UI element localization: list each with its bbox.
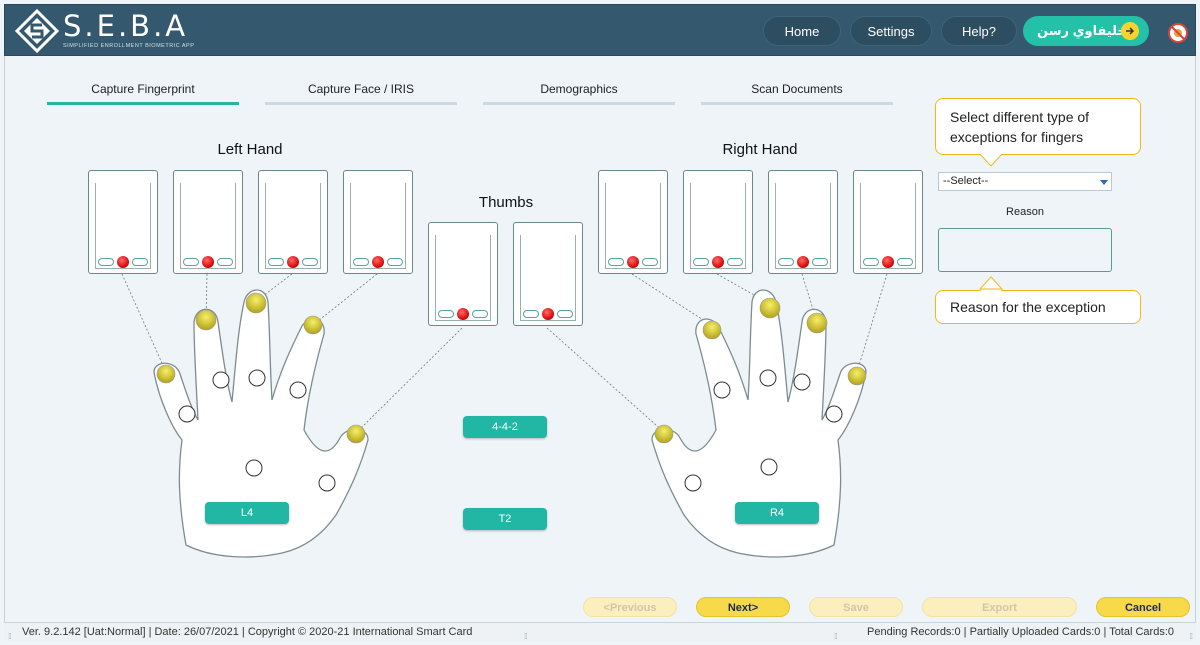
separator-grip-icon: ⁞⁞ (524, 632, 528, 641)
status-dot (457, 308, 469, 320)
right-hand-capture-button[interactable]: R4 (735, 502, 819, 524)
previous-button[interactable]: <Previous (583, 597, 677, 617)
right-fingertips (654, 297, 867, 444)
left-index-finger-slot[interactable] (343, 170, 413, 274)
status-dot (627, 256, 639, 268)
status-dot (542, 308, 554, 320)
tab-scan-documents[interactable]: Scan Documents (751, 82, 843, 96)
chevron-down-icon (1100, 180, 1108, 185)
logout-icon (1121, 22, 1139, 40)
left-hand-capture-button[interactable]: L4 (205, 502, 289, 524)
tab-indicator (265, 102, 457, 105)
reason-input[interactable] (938, 228, 1112, 272)
left-hand-title: Left Hand (217, 141, 283, 158)
resize-grip-icon: ⁞⁞ (8, 632, 12, 641)
callout-joint (981, 290, 1001, 292)
card-stats: Pending Records:0 | Partially Uploaded C… (867, 626, 1174, 638)
right-thumb-slot[interactable] (513, 222, 583, 326)
left-joints (178, 369, 336, 492)
status-dot (202, 256, 214, 268)
no-access-icon[interactable] (1167, 22, 1189, 44)
left-ring-finger-slot[interactable] (173, 170, 243, 274)
left-thumb-slot[interactable] (428, 222, 498, 326)
tab-capture-fingerprint[interactable]: Capture Fingerprint (91, 82, 195, 96)
thumbs-capture-button[interactable]: T2 (463, 508, 547, 530)
right-middle-finger-slot[interactable] (683, 170, 753, 274)
app-header: S.E.B.A SIMPLIFIED ENROLLMENT BIOMETRIC … (4, 4, 1196, 56)
right-index-finger-slot[interactable] (598, 170, 668, 274)
exception-type-select[interactable]: --Select-- (938, 172, 1112, 191)
brand-subtitle: SIMPLIFIED ENROLLMENT BIOMETRIC APP (63, 43, 195, 49)
right-joints (684, 369, 843, 492)
status-dot (117, 256, 129, 268)
tab-demographics[interactable]: Demographics (540, 82, 618, 96)
status-dot (372, 256, 384, 268)
exception-type-value: --Select-- (943, 175, 989, 187)
left-little-finger-slot[interactable] (88, 170, 158, 274)
callout-joint (981, 152, 1001, 155)
export-button[interactable]: Export (922, 597, 1077, 617)
status-dot (287, 256, 299, 268)
status-dot (882, 256, 894, 268)
save-button[interactable]: Save (809, 597, 903, 617)
resize-grip-icon: ⁞⁞ (1189, 632, 1194, 641)
status-bar: ⁞⁞ Ver. 9.2.142 [Uat:Normal] | Date: 26/… (4, 622, 1196, 641)
tab-indicator-active (47, 102, 239, 105)
brand-title: S.E.B.A (63, 9, 189, 43)
next-button[interactable]: Next> (696, 597, 790, 617)
slap-sequence-button[interactable]: 4-4-2 (463, 416, 547, 438)
tab-indicator (483, 102, 675, 105)
tab-capture-face-iris[interactable]: Capture Face / IRIS (307, 82, 415, 96)
reason-callout: Reason for the exception (935, 290, 1141, 324)
reason-label: Reason (1006, 206, 1044, 218)
right-ring-finger-slot[interactable] (768, 170, 838, 274)
left-hand-outline (153, 289, 369, 558)
status-dot (712, 256, 724, 268)
right-hand-outline (651, 289, 867, 558)
user-profile-button[interactable]: خليفاوي رسن (1023, 16, 1149, 46)
right-hand-title: Right Hand (722, 141, 798, 158)
settings-button[interactable]: Settings (850, 16, 932, 46)
thumbs-title: Thumbs (478, 194, 534, 211)
separator-grip-icon: ⁞⁞ (834, 632, 838, 641)
connector-lines (121, 273, 888, 434)
left-middle-finger-slot[interactable] (258, 170, 328, 274)
left-fingertips (156, 292, 366, 444)
seba-logo-icon (15, 9, 59, 53)
cancel-button[interactable]: Cancel (1096, 597, 1190, 617)
home-button[interactable]: Home (763, 16, 841, 46)
help-button[interactable]: Help? (941, 16, 1017, 46)
version-info: Ver. 9.2.142 [Uat:Normal] | Date: 26/07/… (22, 626, 473, 638)
status-dot (797, 256, 809, 268)
exception-type-callout: Select different type of exceptions for … (935, 98, 1141, 155)
tab-indicator (701, 102, 893, 105)
user-name: خليفاوي رسن (1037, 23, 1127, 38)
right-little-finger-slot[interactable] (853, 170, 923, 274)
